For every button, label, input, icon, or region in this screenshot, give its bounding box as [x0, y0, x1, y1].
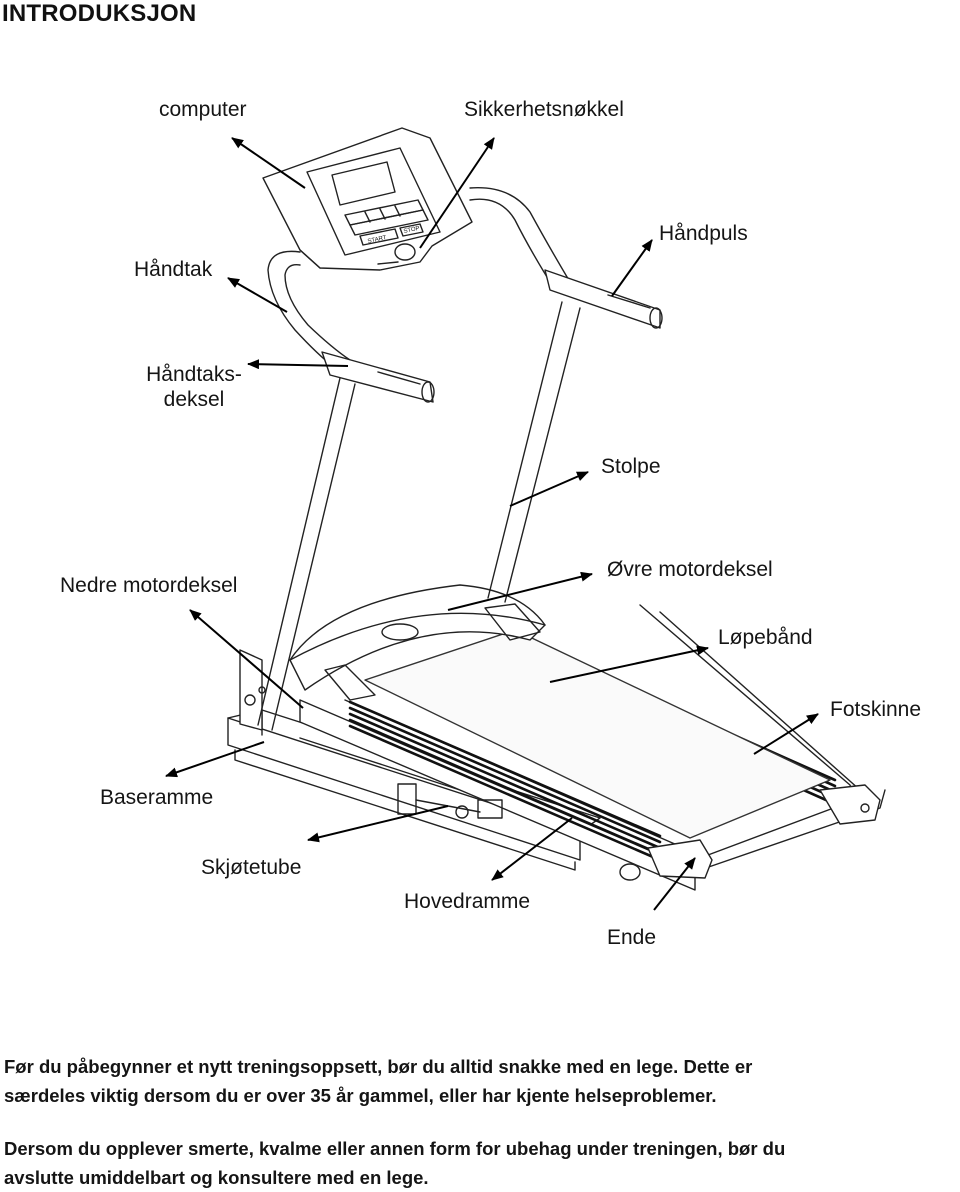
- label-running-belt: Løpebånd: [718, 626, 813, 649]
- console: [262, 127, 473, 271]
- arrow-upper-motor-cover: [447, 571, 593, 611]
- label-foot-rail: Fotskinne: [830, 698, 922, 721]
- incline-bracket: [397, 783, 503, 819]
- start-button[interactable]: START: [367, 235, 387, 245]
- right-handlebar: [469, 187, 663, 329]
- label-lower-motor-cover: Nedre motordeksel: [60, 574, 238, 597]
- right-upright: [487, 301, 581, 603]
- left-handlebar: [267, 250, 435, 403]
- warning-1-line-1: Før du påbegynner et nytt treningsoppset…: [4, 1056, 753, 1077]
- warning-1-line-2: særdeles viktig dersom du er over 35 år …: [4, 1085, 717, 1106]
- label-handlebar-cover-line2: deksel: [163, 388, 225, 411]
- running-belt: [364, 629, 831, 839]
- arrow-safety-key: [419, 137, 495, 249]
- treadmill-drawing: [227, 127, 886, 891]
- left-upright: [257, 377, 356, 731]
- label-main-frame: Hovedramme: [404, 890, 531, 913]
- arrow-extension-tube: [307, 805, 449, 843]
- warning-2-line-2: avslutte umiddelbart og konsultere med e…: [4, 1167, 429, 1188]
- label-extension-tube: Skjøtetube: [201, 856, 302, 879]
- page-title: INTRODUKSJON: [2, 0, 197, 27]
- label-computer: computer: [159, 98, 247, 121]
- console-keypad: [344, 199, 429, 236]
- motor-hood: [289, 584, 546, 701]
- warning-paragraph-1: Før du påbegynner et nytt treningsoppset…: [4, 1052, 752, 1110]
- label-upright: Stolpe: [601, 455, 661, 478]
- arrow-computer: [231, 137, 306, 189]
- arrow-lower-motor-cover: [189, 609, 304, 709]
- label-safety-key: Sikkerhetsnøkkel: [464, 98, 624, 121]
- label-handlebar: Håndtak: [134, 258, 213, 281]
- label-handlebar-cover: Håndtaks- deksel: [138, 362, 250, 412]
- warning-2-line-1: Dersom du opplever smerte, kvalme eller …: [4, 1138, 786, 1159]
- label-base-frame: Baseramme: [100, 786, 214, 809]
- left-pivot: [239, 649, 266, 731]
- arrow-running-belt: [549, 645, 709, 683]
- label-end-cap: Ende: [607, 926, 657, 949]
- arrow-hand-pulse: [611, 239, 653, 297]
- label-hand-pulse: Håndpuls: [659, 222, 748, 245]
- stop-button[interactable]: STOP: [403, 226, 420, 235]
- arrow-handlebar-cover: [247, 359, 349, 370]
- arrow-handlebar: [227, 277, 288, 313]
- label-upper-motor-cover: Øvre motordeksel: [607, 558, 773, 581]
- arrow-end-cap: [653, 857, 696, 911]
- warning-paragraph-2: Dersom du opplever smerte, kvalme eller …: [4, 1134, 785, 1192]
- arrow-upright: [509, 471, 589, 507]
- callout-arrows: [165, 137, 819, 911]
- end-caps: [619, 784, 881, 881]
- arrow-main-frame: [491, 817, 573, 881]
- arrow-foot-rail: [753, 713, 819, 755]
- label-handlebar-cover-line1: Håndtaks-: [146, 363, 242, 386]
- arrow-base-frame: [165, 741, 265, 778]
